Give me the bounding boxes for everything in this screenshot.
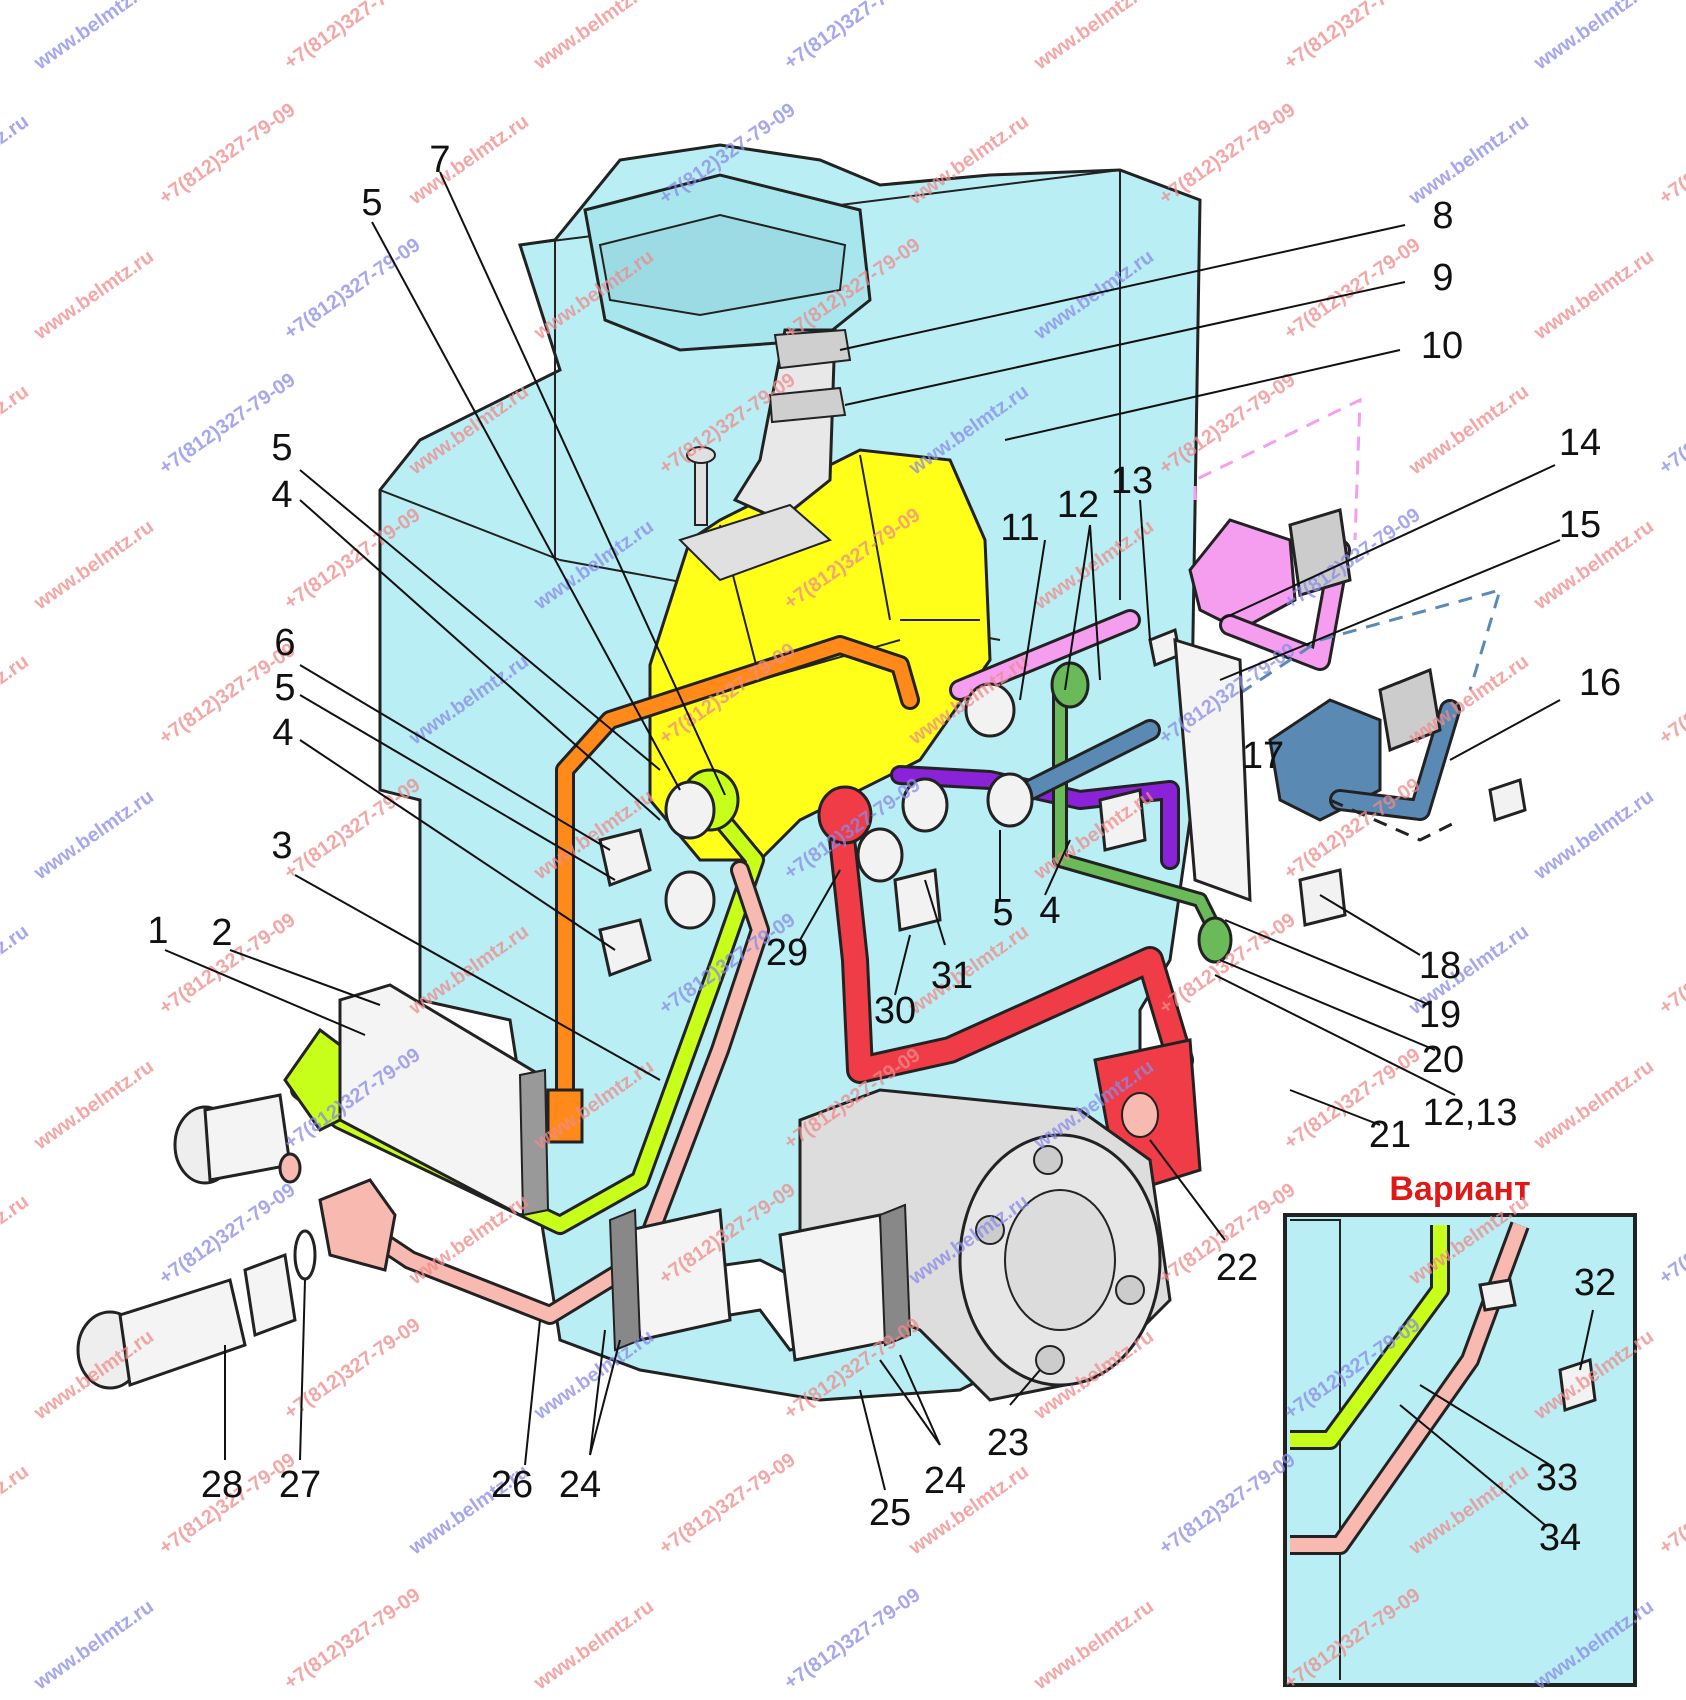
watermark-site: www.belmtz.ru — [0, 1191, 33, 1290]
callout-31: 31 — [931, 955, 973, 997]
watermark-site: www.belmtz.ru — [1529, 246, 1657, 345]
callout-17: 17 — [1242, 735, 1284, 777]
watermark-site: www.belmtz.ru — [404, 111, 532, 210]
callout-5: 5 — [271, 427, 292, 469]
watermark-phone: +7(812)327-79-09 — [280, 1584, 424, 1694]
callout-5: 5 — [274, 667, 295, 709]
watermark-phone: +7(812)327-79-09 — [1655, 99, 1686, 209]
watermark-phone: +7(812)327-79-09 — [1155, 99, 1299, 209]
watermark-phone: +7(812)327-79-09 — [280, 774, 424, 884]
watermark-site: www.belmtz.ru — [1404, 381, 1532, 480]
watermark-site: www.belmtz.ru — [0, 1461, 33, 1560]
watermark-site: www.belmtz.ru — [0, 921, 33, 1020]
callout-12: 12 — [1057, 484, 1099, 526]
watermark-site: www.belmtz.ru — [0, 111, 33, 210]
watermark-site: www.belmtz.ru — [1529, 0, 1657, 75]
callout-29: 29 — [766, 932, 808, 974]
callout-19: 19 — [1419, 994, 1461, 1036]
callout-27: 27 — [279, 1464, 321, 1506]
pump — [798, 1088, 1172, 1402]
watermark-phone: +7(812)327-79-09 — [1655, 369, 1686, 479]
callout-6: 6 — [274, 622, 295, 664]
suction-elbow — [608, 1203, 912, 1362]
watermark-site: www.belmtz.ru — [29, 0, 157, 75]
watermark-site: www.belmtz.ru — [29, 516, 157, 615]
watermark-site: www.belmtz.ru — [0, 651, 33, 750]
watermark-site: www.belmtz.ru — [1029, 1596, 1157, 1695]
callout-15: 15 — [1559, 504, 1601, 546]
watermark-phone: +7(812)327-79-09 — [1655, 909, 1686, 1019]
watermark-phone: +7(812)327-79-09 — [1155, 1449, 1299, 1559]
watermark-site: www.belmtz.ru — [1529, 786, 1657, 885]
steel-blue-hose — [999, 587, 1503, 842]
bracket-plate — [1173, 637, 1252, 903]
callout-18: 18 — [1419, 945, 1461, 987]
callout-26: 26 — [491, 1464, 533, 1506]
callout-5: 5 — [992, 892, 1013, 934]
watermark-phone: +7(812)327-79-09 — [280, 0, 424, 74]
watermark-site: www.belmtz.ru — [1404, 111, 1532, 210]
callout-34: 34 — [1539, 1517, 1581, 1559]
callout-1: 1 — [147, 910, 168, 952]
callout-33: 33 — [1536, 1457, 1578, 1499]
purple-pipe — [890, 765, 1180, 870]
variant-inset: Вариант — [1283, 1170, 1637, 1687]
watermark-phone: +7(812)327-79-09 — [655, 1449, 799, 1559]
watermark-site: www.belmtz.ru — [29, 786, 157, 885]
variant-title: Вариант — [1389, 1170, 1530, 1208]
watermark-site: www.belmtz.ru — [529, 0, 657, 75]
callout-2: 2 — [211, 912, 232, 954]
callout-8: 8 — [1432, 195, 1453, 237]
watermark-phone: +7(812)327-79-09 — [1655, 1179, 1686, 1289]
callout-5: 5 — [361, 182, 382, 224]
vertical-hose — [678, 328, 852, 582]
callout-14: 14 — [1559, 422, 1601, 464]
callout-22: 22 — [1216, 1247, 1258, 1289]
watermark-site: www.belmtz.ru — [0, 381, 33, 480]
left-couplings — [76, 1093, 317, 1390]
callout-7: 7 — [429, 139, 450, 181]
watermark-phone: +7(812)327-79-09 — [1655, 639, 1686, 749]
watermark-site: www.belmtz.ru — [1529, 1056, 1657, 1155]
watermark-phone: +7(812)327-79-09 — [780, 0, 924, 74]
callout-labels: 7 5 8 9 10 5 4 11 12 13 14 15 16 17 6 5 … — [147, 139, 1621, 1559]
callout-25: 25 — [869, 1492, 911, 1534]
watermark-site: www.belmtz.ru — [529, 1596, 657, 1695]
callout-24: 24 — [924, 1460, 966, 1502]
watermark-phone: +7(812)327-79-09 — [1280, 0, 1424, 74]
callout-30: 30 — [874, 990, 916, 1032]
watermark-site: www.belmtz.ru — [1029, 0, 1157, 75]
callout-9: 9 — [1432, 257, 1453, 299]
callout-21: 21 — [1369, 1114, 1411, 1156]
callout-32: 32 — [1574, 1262, 1616, 1304]
callout-13: 13 — [1111, 460, 1153, 502]
callout-28: 28 — [201, 1464, 243, 1506]
callout-10: 10 — [1421, 325, 1463, 367]
filter-plate — [338, 983, 550, 1217]
callout-4: 4 — [271, 474, 292, 516]
watermark-phone: +7(812)327-79-09 — [155, 99, 299, 209]
watermark-phone: +7(812)327-79-09 — [280, 234, 424, 344]
watermark-phone: +7(812)327-79-09 — [780, 1584, 924, 1694]
filler-cap — [583, 173, 872, 352]
callout-4: 4 — [1039, 890, 1060, 932]
leader-lines — [164, 171, 1594, 1526]
callout-23: 23 — [987, 1422, 1029, 1464]
callout-20: 20 — [1422, 1039, 1464, 1081]
callout-24: 24 — [559, 1464, 601, 1506]
watermark-site: www.belmtz.ru — [29, 246, 157, 345]
callout-11: 11 — [1000, 507, 1039, 549]
callout-16: 16 — [1579, 662, 1621, 704]
callout-3: 3 — [271, 825, 292, 867]
callout-4: 4 — [272, 712, 293, 754]
watermark-site: www.belmtz.ru — [29, 1056, 157, 1155]
callout-12-13: 12,13 — [1422, 1092, 1517, 1134]
watermark-phone: +7(812)327-79-09 — [1655, 1449, 1686, 1559]
watermark-phone: +7(812)327-79-09 — [1280, 234, 1424, 344]
watermark-site: www.belmtz.ru — [29, 1596, 157, 1695]
magenta-hose — [949, 397, 1362, 701]
